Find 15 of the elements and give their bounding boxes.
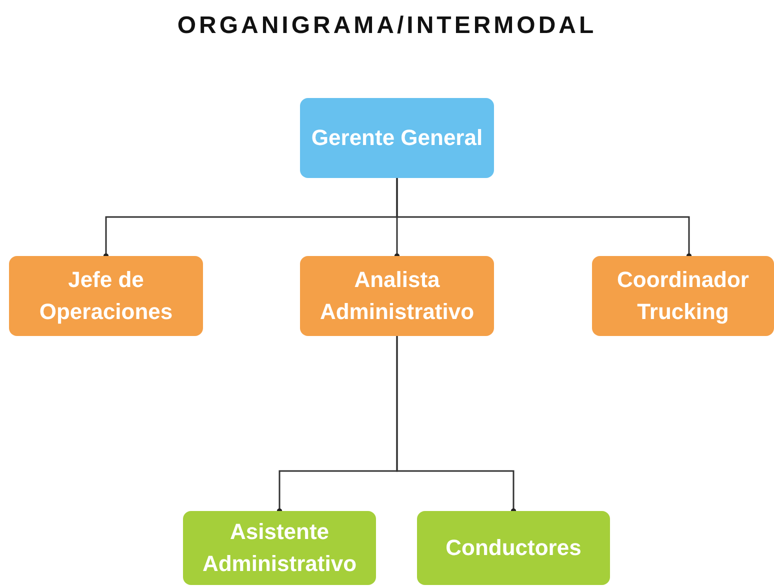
role-label: Conductores bbox=[446, 534, 582, 562]
role-label: Coordinador Trucking bbox=[616, 266, 750, 326]
role-label: Analista Administrativo bbox=[318, 266, 476, 326]
role-label: Jefe de Operaciones bbox=[38, 266, 174, 326]
org-box bbox=[592, 256, 774, 336]
role-label: Gerente General bbox=[311, 124, 483, 152]
org-box bbox=[9, 256, 203, 336]
connector-line bbox=[396, 178, 692, 259]
org-box bbox=[300, 256, 494, 336]
org-box bbox=[300, 98, 494, 178]
org-box bbox=[183, 511, 376, 585]
connector-line bbox=[396, 336, 516, 514]
chart-title: ORGANIGRAMA/INTERMODAL bbox=[176, 12, 598, 40]
org-box bbox=[417, 511, 610, 585]
role-label: Asistente Administrativo bbox=[201, 518, 358, 578]
